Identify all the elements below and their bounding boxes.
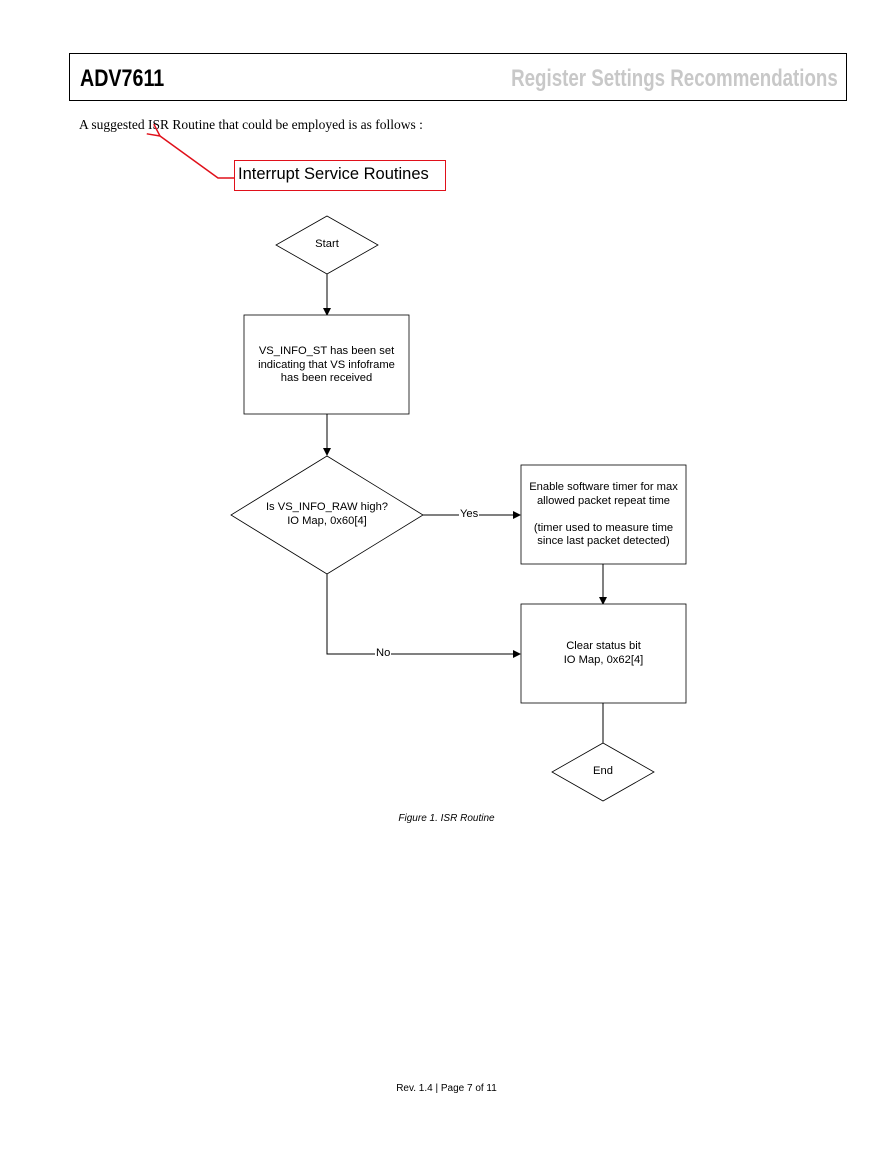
- timer-line: (timer used to measure time: [533, 521, 674, 534]
- callout-pointer: [160, 136, 234, 179]
- section-title: Register Settings Recommendations: [511, 65, 838, 92]
- vs-set-text: VS_INFO_ST has been set indicating that …: [244, 345, 409, 386]
- decision-line: Is VS_INFO_RAW high?: [265, 501, 389, 513]
- clear-line: Clear status bit: [566, 640, 641, 652]
- timer-line: allowed packet repeat time: [536, 494, 671, 507]
- vs-set-line: indicating that VS infoframe: [258, 358, 395, 371]
- end-node: [551, 742, 655, 802]
- start-label: Start: [315, 238, 339, 250]
- page-footer: Rev. 1.4 | Page 7 of 11: [396, 1083, 497, 1094]
- timer-line: since last packet detected): [537, 535, 670, 547]
- vs-set-line: has been received: [280, 372, 373, 384]
- clear-line: IO Map, 0x62[4]: [563, 653, 644, 666]
- timer-line: Enable software timer for max: [529, 481, 678, 493]
- decision-line: IO Map, 0x60[4]: [287, 514, 367, 527]
- vs-set-line: VS_INFO_ST has been set: [258, 345, 395, 357]
- page-header: ADV7611 Register Settings Recommendation…: [69, 53, 847, 101]
- clear-text: Clear status bit IO Map, 0x62[4]: [521, 640, 686, 667]
- timer-text: Enable software timer for max allowed pa…: [521, 481, 686, 549]
- timer-line: [521, 508, 686, 522]
- vs-set-box: [243, 314, 410, 415]
- callout-box: Interrupt Service Routines: [234, 160, 446, 191]
- yes-label: Yes: [459, 508, 480, 522]
- arrow-no: [326, 574, 521, 658]
- intro-text: A suggested ISR Routine that could be em…: [79, 117, 423, 132]
- end-label: End: [593, 765, 613, 777]
- no-label: No: [375, 647, 392, 661]
- figure-caption: Figure 1. ISR Routine: [398, 813, 495, 824]
- product-name: ADV7611: [80, 65, 165, 92]
- clear-box: [520, 603, 687, 704]
- decision-text: Is VS_INFO_RAW high? IO Map, 0x60[4]: [231, 501, 423, 528]
